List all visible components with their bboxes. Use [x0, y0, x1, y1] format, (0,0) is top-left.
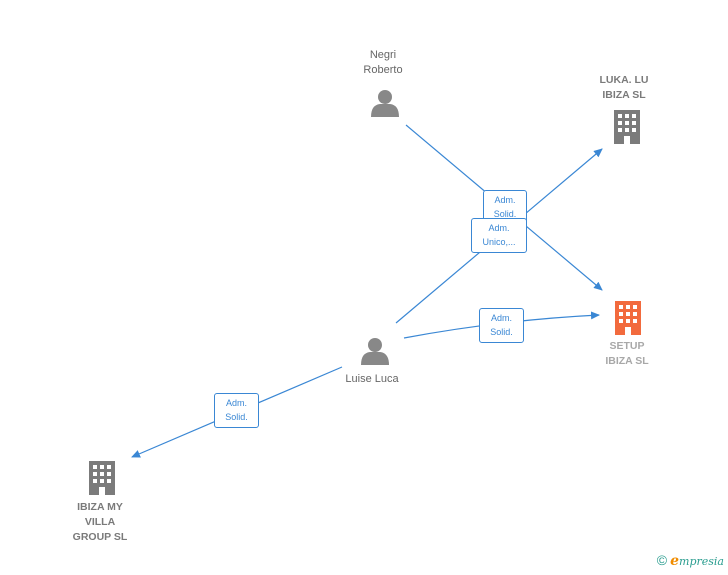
person-label-luise[interactable]: Luise Luca — [312, 372, 432, 387]
brand-name: mpresia — [679, 555, 724, 568]
edge-label-line: Solid. — [490, 327, 513, 337]
person-icon-negri[interactable] — [371, 90, 399, 117]
edge-label-line: Adm. — [488, 223, 510, 233]
brand-initial: e — [670, 553, 680, 569]
copyright-icon: © — [656, 552, 668, 568]
person-icon-luise[interactable] — [361, 338, 389, 365]
company-name-line: IBIZA SL — [605, 355, 649, 367]
edge-label-line: Adm. — [225, 398, 247, 408]
edge-label-luise-luka[interactable]: Adm. Unico,... — [471, 218, 527, 253]
company-name-line: IBIZA MY — [77, 501, 123, 513]
company-name-line: IBIZA SL — [602, 89, 646, 101]
company-name-line: LUKA. LU — [599, 74, 649, 86]
building-icon-luka[interactable] — [614, 110, 640, 144]
edge-label-line: Solid. — [493, 209, 517, 219]
edge-label-luise-setup[interactable]: Adm. Solid. — [479, 308, 524, 343]
building-icon-setup[interactable] — [615, 301, 641, 335]
company-label-ibiza-villa[interactable]: IBIZA MY VILLA GROUP SL — [40, 500, 160, 545]
person-name-line: Roberto — [363, 64, 403, 76]
person-label-negri[interactable]: Negri Roberto — [323, 48, 443, 78]
company-name-line: SETUP — [609, 340, 645, 352]
edge-label-line: Adm. — [494, 195, 516, 205]
company-label-luka[interactable]: LUKA. LU IBIZA SL — [564, 73, 684, 103]
building-icon-ibiza-villa[interactable] — [89, 461, 115, 495]
edge-label-line: Adm. — [490, 313, 512, 323]
company-name-line: VILLA — [84, 516, 116, 528]
edge-label-line: Unico,... — [482, 237, 516, 247]
person-name-line: Luise Luca — [345, 373, 399, 385]
empresia-footer[interactable]: © empresia — [657, 552, 724, 569]
edge-label-luise-villa[interactable]: Adm. Solid. — [214, 393, 259, 428]
edge-label-line: Solid. — [225, 412, 248, 422]
company-name-line: GROUP SL — [72, 531, 128, 543]
company-label-setup[interactable]: SETUP IBIZA SL — [567, 339, 687, 369]
person-name-line: Negri — [369, 49, 397, 61]
